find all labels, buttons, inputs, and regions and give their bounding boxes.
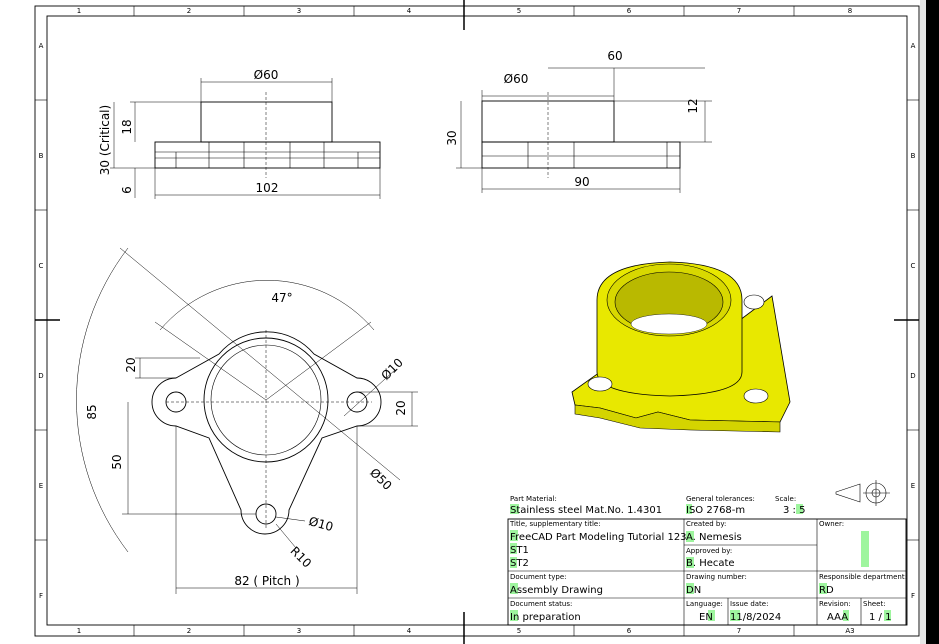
isometric-part-view — [571, 261, 791, 433]
zone-col-7-top: 7 — [737, 7, 741, 15]
dim-front-height-6: 6 — [120, 186, 134, 194]
zone-row-d-left: D — [38, 372, 43, 380]
zone-col-2-top: 2 — [187, 7, 191, 15]
zone-row-c-right: C — [911, 262, 916, 270]
zone-row-d-right: D — [910, 372, 915, 380]
dim-front-width-102: 102 — [256, 181, 279, 195]
front-view: Ø60 18 30 (Critical) 6 102 — [98, 68, 381, 199]
material-label: Part Material: — [510, 495, 557, 503]
created-label: Created by: — [686, 520, 726, 528]
zone-col-5-top: 5 — [517, 7, 521, 15]
issue-date-value: 11/8/2024 — [730, 612, 781, 623]
zone-format: A3 — [845, 627, 854, 635]
language-label: Language: — [686, 600, 723, 608]
dim-front-diameter-60: Ø60 — [254, 68, 279, 82]
approved-label: Approved by: — [686, 547, 732, 555]
dim-side-diameter-60: Ø60 — [504, 72, 529, 86]
dim-top-radius-85: 85 — [85, 404, 99, 419]
zone-row-c-left: C — [39, 262, 44, 270]
dim-front-height-30-critical: 30 (Critical) — [98, 105, 112, 175]
zone-col-8-top: 8 — [848, 7, 852, 15]
title-block: Part Material: Stainless steel Mat.No. 1… — [507, 495, 907, 626]
scale-value: 3 : 5 — [783, 505, 805, 516]
scale-label: Scale: — [775, 495, 796, 503]
zone-col-5-bottom: 5 — [517, 627, 521, 635]
tolerance-label: General tolerances: — [686, 495, 755, 503]
zone-row-b-left: B — [39, 152, 44, 160]
drawing-number-value: DN — [686, 585, 701, 596]
dim-side-height-30: 30 — [445, 130, 459, 145]
issue-date-label: Issue date: — [730, 600, 768, 608]
dim-side-height-12: 12 — [686, 98, 700, 113]
zone-row-f-left: F — [39, 592, 43, 600]
zone-col-7-bottom: 7 — [737, 627, 741, 635]
side-view: Ø60 60 12 30 90 — [445, 49, 712, 193]
zone-grid — [35, 0, 919, 644]
title-label: Title, supplementary title: — [509, 520, 601, 528]
zone-col-2-bottom: 2 — [187, 627, 191, 635]
zone-col-3-top: 3 — [297, 7, 301, 15]
department-value: RD — [819, 585, 834, 596]
dim-top-height-20-right: 20 — [394, 400, 408, 415]
zone-col-1-bottom: 1 — [77, 627, 81, 635]
dim-top-pitch-82: 82 ( Pitch ) — [234, 574, 299, 588]
tolerance-value: ISO 2768-m — [686, 505, 745, 516]
dim-top-hole-diameter-10-bottom: Ø10 — [307, 514, 334, 534]
zone-col-3-bottom: 3 — [297, 627, 301, 635]
material-value: Stainless steel Mat.No. 1.4301 — [510, 505, 662, 516]
drawing-number-label: Drawing number: — [686, 573, 747, 581]
owner-label: Owner: — [819, 520, 844, 528]
zone-row-f-right: F — [911, 592, 915, 600]
dim-side-width-60: 60 — [607, 49, 622, 63]
zone-row-a-right: A — [911, 42, 916, 50]
department-label: Responsible department: — [819, 573, 907, 581]
zone-row-e-left: E — [39, 482, 43, 490]
language-value: EN — [699, 612, 713, 623]
revision-label: Revision: — [819, 600, 851, 608]
zone-col-4-bottom: 4 — [407, 627, 412, 635]
zone-row-a-left: A — [39, 42, 44, 50]
title-line-3: ST2 — [510, 558, 529, 569]
dim-top-height-50: 50 — [110, 454, 124, 469]
owner-field[interactable] — [861, 531, 869, 567]
created-value: A. Nemesis — [686, 532, 742, 543]
dim-top-height-20-left: 20 — [124, 357, 138, 372]
zone-row-e-right: E — [911, 482, 915, 490]
zone-col-6-top: 6 — [627, 7, 632, 15]
dim-top-angle-47: 47° — [271, 291, 292, 305]
title-line-2: ST1 — [510, 545, 529, 556]
zone-col-4-top: 4 — [407, 7, 412, 15]
status-label: Document status: — [510, 600, 572, 608]
sheet-value: 1 / 1 — [869, 612, 891, 623]
status-value: In preparation — [510, 612, 581, 623]
revision-value: AAA — [827, 612, 848, 623]
zone-row-b-right: B — [911, 152, 916, 160]
dim-front-height-18: 18 — [120, 119, 134, 134]
doctype-value: Assembly Drawing — [510, 585, 603, 596]
zone-col-1-top: 1 — [77, 7, 81, 15]
top-view: 47° 85 20 20 Ø10 50 Ø50 Ø10 R10 82 ( Pit… — [76, 247, 418, 594]
zone-col-6-bottom: 6 — [627, 627, 632, 635]
approved-value: B. Hecate — [686, 558, 735, 569]
doctype-label: Document type: — [510, 573, 567, 581]
projection-symbol-icon — [835, 480, 890, 506]
dim-side-width-90: 90 — [574, 175, 589, 189]
sheet-label: Sheet: — [863, 600, 886, 608]
outer-frame — [34, 5, 920, 637]
title-line-1: FreeCAD Part Modeling Tutorial 123 — [510, 532, 687, 543]
